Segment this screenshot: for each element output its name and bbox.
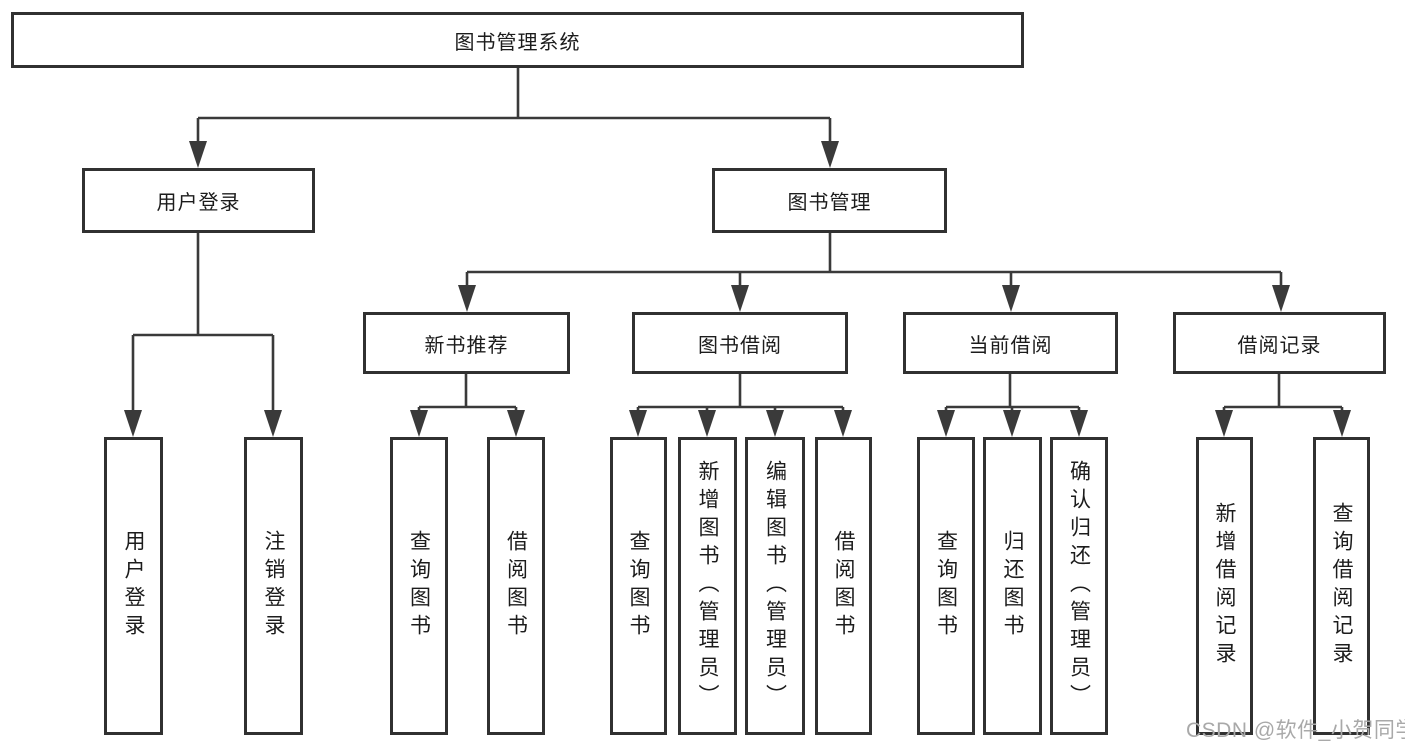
node-borrow-records: 借阅记录 bbox=[1173, 312, 1386, 374]
leaf-query-books-borrow: 查询图书 bbox=[610, 437, 667, 735]
leaf-user-login: 用户登录 bbox=[104, 437, 163, 735]
leaf-query-books-current: 查询图书 bbox=[917, 437, 975, 735]
leaf-return-books: 归还图书 bbox=[983, 437, 1042, 735]
node-book-management: 图书管理 bbox=[712, 168, 947, 233]
node-book-borrow: 图书借阅 bbox=[632, 312, 848, 374]
leaf-borrow-books-borrow: 借阅图书 bbox=[815, 437, 872, 735]
node-user-login: 用户登录 bbox=[82, 168, 315, 233]
leaf-query-books-recommend: 查询图书 bbox=[390, 437, 448, 735]
leaf-borrow-books-recommend: 借阅图书 bbox=[487, 437, 545, 735]
arrowheads bbox=[124, 141, 1351, 437]
leaf-add-borrow-record: 新增借阅记录 bbox=[1196, 437, 1253, 735]
node-current-borrow: 当前借阅 bbox=[903, 312, 1118, 374]
node-new-book-recommend: 新书推荐 bbox=[363, 312, 570, 374]
leaf-confirm-return-admin: 确认归还（管理员） bbox=[1050, 437, 1108, 735]
watermark: CSDN @软件_小贺同学 bbox=[1186, 719, 1405, 742]
node-root: 图书管理系统 bbox=[11, 12, 1024, 68]
leaf-logout: 注销登录 bbox=[244, 437, 303, 735]
leaf-add-books-admin: 新增图书（管理员） bbox=[678, 437, 737, 735]
leaf-edit-books-admin: 编辑图书（管理员） bbox=[745, 437, 805, 735]
leaf-query-borrow-record: 查询借阅记录 bbox=[1313, 437, 1370, 735]
